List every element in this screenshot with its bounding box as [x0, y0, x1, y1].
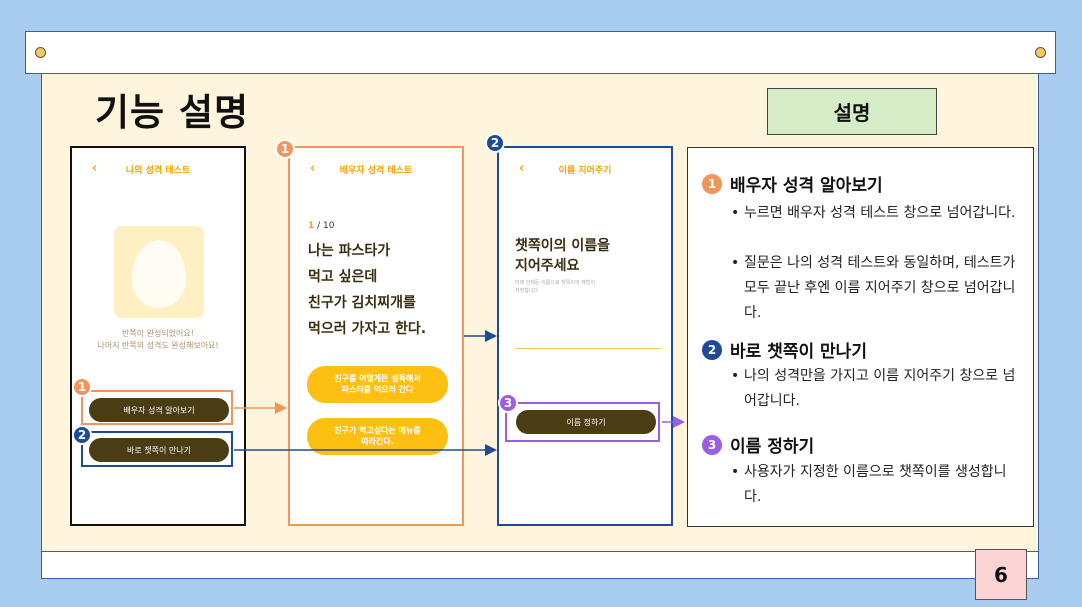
section-2-bullet-1: •나의 성격만을 가지고 이름 지어주기 창으로 넘어갑니다. [731, 368, 1016, 409]
phone-my-personality-screen: ‹ 나의 성격 테스트 반쪽이 완성되었어요! 나머지 반쪽의 성격도 완성해보… [70, 146, 246, 526]
badge-2-meet-button: 2 [72, 425, 92, 445]
highlight-meet-button [81, 431, 233, 467]
section-1-title: 배우자 성격 알아보기 [730, 176, 883, 196]
section-2-title: 바로 챗쪽이 만나기 [730, 342, 867, 362]
set-name-button[interactable]: 이름 정하기 [516, 410, 656, 434]
slide-title: 기능 설명 [95, 91, 250, 134]
number-2-icon: 2 [702, 339, 722, 360]
question-counter: 1 / 10 [308, 221, 335, 231]
screen-title: 배우자 성격 테스트 [339, 166, 413, 176]
naming-heading: 챗쪽이의 이름을 지어주세요 [515, 238, 611, 274]
page-number: 6 [975, 549, 1027, 600]
number-1-icon: 1 [702, 173, 722, 194]
section-3-title: 이름 정하기 [730, 437, 815, 457]
highlight-spouse-button [81, 390, 233, 425]
pin-right-icon [1035, 47, 1046, 58]
question-text: 나는 파스타가 먹고 싶은데 친구가 김치찌개를 먹으러 가자고 한다. [308, 243, 427, 338]
pin-left-icon [35, 47, 46, 58]
description-tag: 설명 [767, 88, 937, 135]
back-chevron-icon[interactable]: ‹ [310, 161, 316, 176]
phone-naming-screen: ‹ 이름 지어주기 챗쪽이의 이름을 지어주세요 미래 언제든 이름으로 챗쪽이… [497, 146, 673, 526]
section-3-heading: 3 이름 정하기 [702, 432, 814, 457]
answer-option-1[interactable]: 친구를 어떻게든 설득해서 파스타를 먹으러 간다 [307, 366, 448, 403]
meet-chatjjoki-button[interactable]: 바로 챗쪽이 만나기 [89, 438, 229, 462]
naming-subtext: 미래 언제든 이름으로 챗쪽이의 재밌이 저장합니다 [515, 280, 595, 294]
name-input[interactable] [515, 348, 661, 349]
spouse-test-button[interactable]: 배우자 성격 알아보기 [89, 398, 229, 422]
egg-icon [132, 240, 186, 308]
section-1-bullet-1: •누르면 배우자 성격 테스트 창으로 넘어갑니다. [731, 205, 1016, 221]
section-2-heading: 2 바로 챗쪽이 만나기 [702, 337, 867, 362]
egg-card [114, 226, 204, 318]
answer-option-2[interactable]: 친구가 먹고싶다는 메뉴를 따라간다. [307, 418, 448, 455]
screen-title: 나의 성격 테스트 [125, 166, 191, 176]
description-panel: 1 배우자 성격 알아보기 •누르면 배우자 성격 테스트 창으로 넘어갑니다.… [687, 147, 1034, 527]
badge-1-spouse-test: 1 [275, 139, 295, 159]
section-1-bullet-2: •질문은 나의 성격 테스트와 동일하며, 테스트가 모두 끝난 후엔 이름 지… [731, 255, 1016, 321]
highlight-name-button [505, 402, 660, 442]
back-chevron-icon[interactable]: ‹ [92, 161, 98, 176]
screen-title: 이름 지어주기 [558, 166, 612, 176]
badge-2-naming: 2 [485, 133, 505, 153]
section-3-bullet-1: •사용자가 지정한 이름으로 챗쪽이를 생성합니다. [731, 464, 1007, 505]
top-bar [25, 31, 1056, 74]
status-line-2: 나머지 반쪽의 성격도 완성해보아요! [97, 341, 219, 350]
phone-spouse-test-screen: ‹ 배우자 성격 테스트 1 / 10 나는 파스타가 먹고 싶은데 친구가 김… [288, 146, 464, 526]
back-chevron-icon[interactable]: ‹ [519, 161, 525, 176]
badge-1-spouse-button: 1 [72, 377, 92, 397]
badge-3-name-button: 3 [498, 393, 518, 413]
number-3-icon: 3 [702, 434, 722, 455]
bottom-bar [41, 551, 1039, 579]
section-1-heading: 1 배우자 성격 알아보기 [702, 171, 883, 196]
status-line-1: 반쪽이 완성되었어요! [122, 329, 194, 338]
